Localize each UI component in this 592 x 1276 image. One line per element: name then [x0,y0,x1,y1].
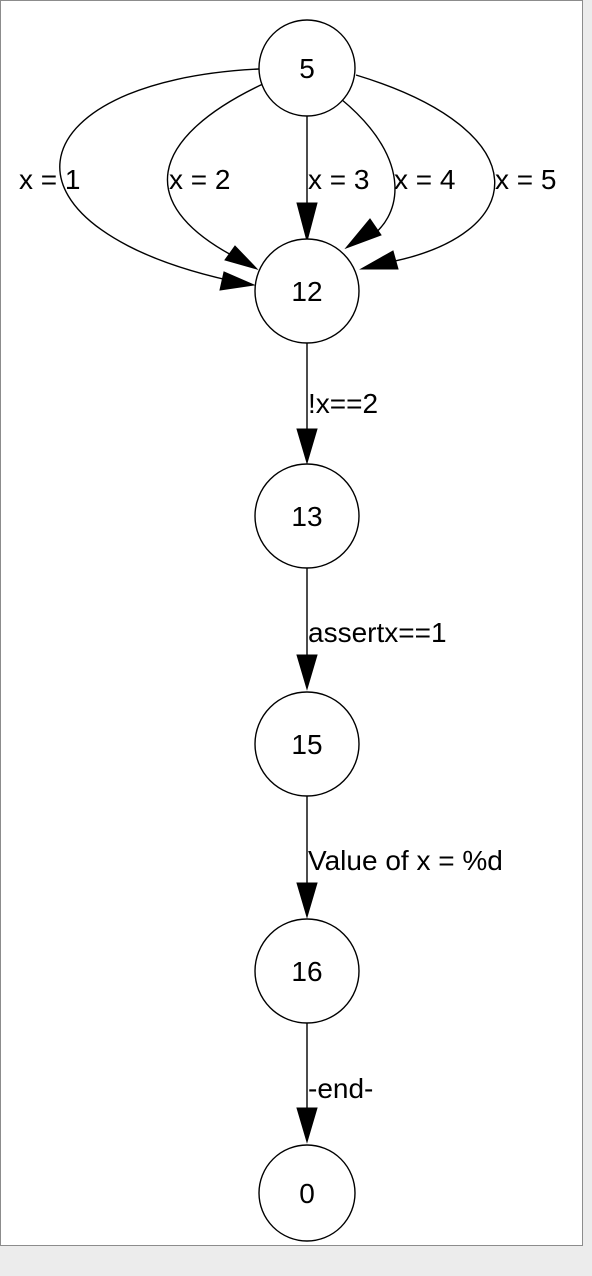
node-0: 0 [258,1144,356,1242]
edge-label-13-15: assertx==1 [308,617,447,648]
control-flow-graph: x = 1 x = 2 x = 3 x = 4 x = 5 !x==2 asse… [19,19,556,1242]
edge-5-12-x5 [355,74,496,264]
edge-label-12-13: !x==2 [308,388,378,419]
edge-12-13-arrowhead [296,428,318,465]
edge-label-15-16: Value of x = %d [308,845,503,876]
node-13-label: 13 [291,501,322,532]
node-16-label: 16 [291,956,322,987]
node-0-label: 0 [299,1178,315,1209]
edge-5-12-x2 [166,82,266,265]
edge-5-12-x2-arrowhead [224,245,259,270]
graph-panel: x = 1 x = 2 x = 3 x = 4 x = 5 !x==2 asse… [0,0,583,1246]
edge-13-15-arrowhead [296,654,318,691]
edge-label-16-0: -end- [308,1073,373,1104]
bottom-strip [0,1248,592,1276]
edge-5-12-x4 [340,98,396,240]
edge-5-12-x4-arrowhead [344,218,382,250]
node-15-label: 15 [291,729,322,760]
edge-label-x3: x = 3 [308,164,369,195]
node-12: 12 [254,238,360,344]
edge-5-12-x3-arrowhead [296,202,318,243]
node-12-label: 12 [291,276,322,307]
node-13: 13 [254,463,360,569]
edge-15-16-arrowhead [296,882,318,919]
edge-16-0-arrowhead [296,1107,318,1144]
node-15: 15 [254,691,360,797]
edge-5-12-x1-arrowhead [219,271,256,291]
edge-5-12-x5-arrowhead [359,250,399,270]
edge-5-12-x1 [59,68,260,285]
edge-label-x4: x = 4 [394,164,455,195]
node-16: 16 [254,918,360,1024]
edge-label-x1: x = 1 [19,164,80,195]
node-5: 5 [258,19,356,117]
edge-label-x5: x = 5 [495,164,556,195]
edge-label-x2: x = 2 [169,164,230,195]
node-5-label: 5 [299,53,315,84]
